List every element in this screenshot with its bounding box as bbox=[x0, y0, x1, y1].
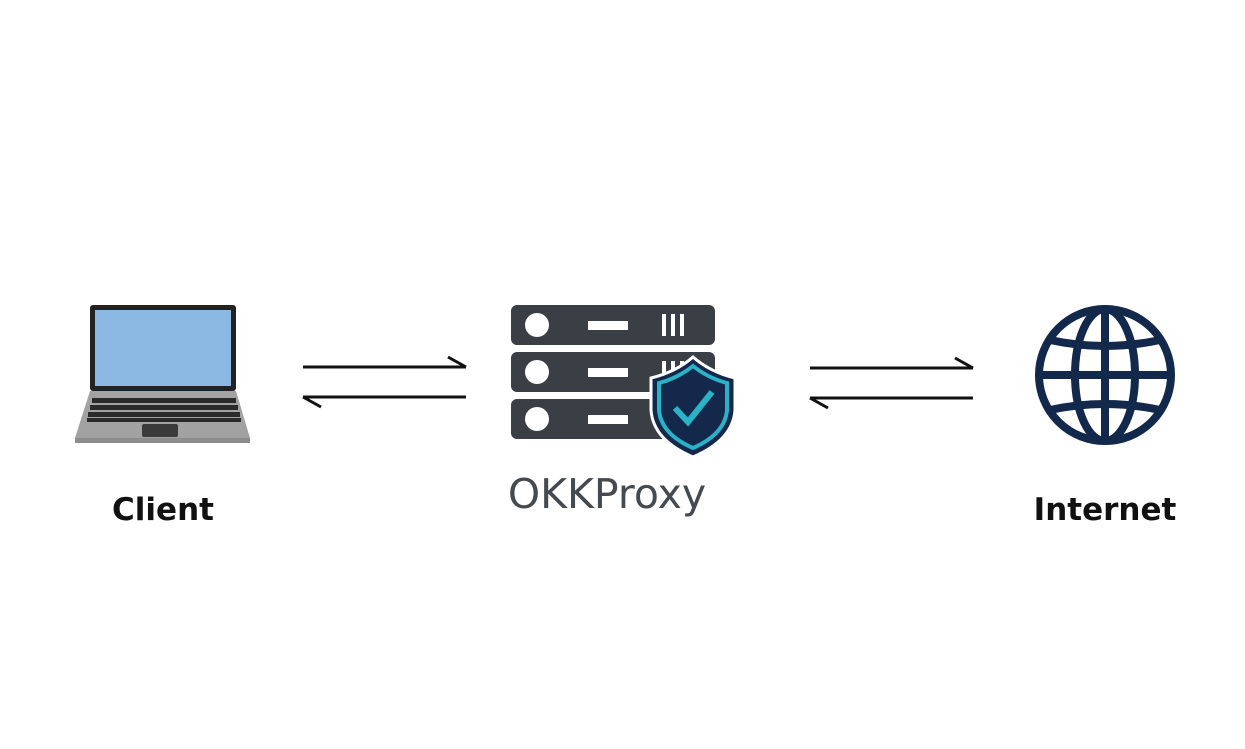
shield-check-icon bbox=[649, 355, 737, 459]
proxy-label: OKKProxy bbox=[507, 470, 707, 518]
bidirectional-arrows-proxy-internet bbox=[809, 356, 974, 410]
client-label: Client bbox=[112, 492, 214, 528]
globe-icon bbox=[1035, 305, 1175, 445]
laptop-icon bbox=[75, 305, 250, 443]
bidirectional-arrows-client-proxy bbox=[302, 355, 467, 409]
internet-label: Internet bbox=[1033, 492, 1177, 528]
